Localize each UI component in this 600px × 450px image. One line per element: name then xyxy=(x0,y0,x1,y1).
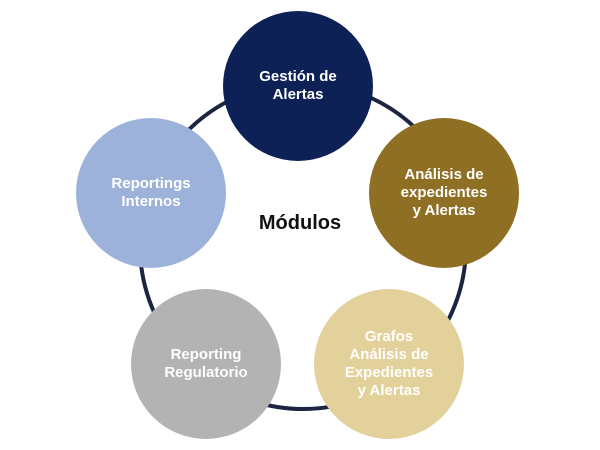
module-label: Análisis de expedientes y Alertas xyxy=(400,166,488,219)
module-gestion-alertas: Gestión de Alertas xyxy=(223,11,373,161)
module-reporting-regulatorio: Reporting Regulatorio xyxy=(131,289,281,439)
module-label: Gestión de Alertas xyxy=(259,68,337,103)
module-grafos-analisis: Grafos Análisis de Expedientes y Alertas xyxy=(314,289,464,439)
center-title: Módulos xyxy=(258,212,342,234)
module-reportings-internos: Reportings Internos xyxy=(76,118,226,268)
module-label: Grafos Análisis de Expedientes y Alertas xyxy=(344,328,434,399)
module-label: Reporting Regulatorio xyxy=(164,346,248,381)
module-label: Reportings Internos xyxy=(111,175,191,210)
module-analisis-expedientes: Análisis de expedientes y Alertas xyxy=(369,118,519,268)
